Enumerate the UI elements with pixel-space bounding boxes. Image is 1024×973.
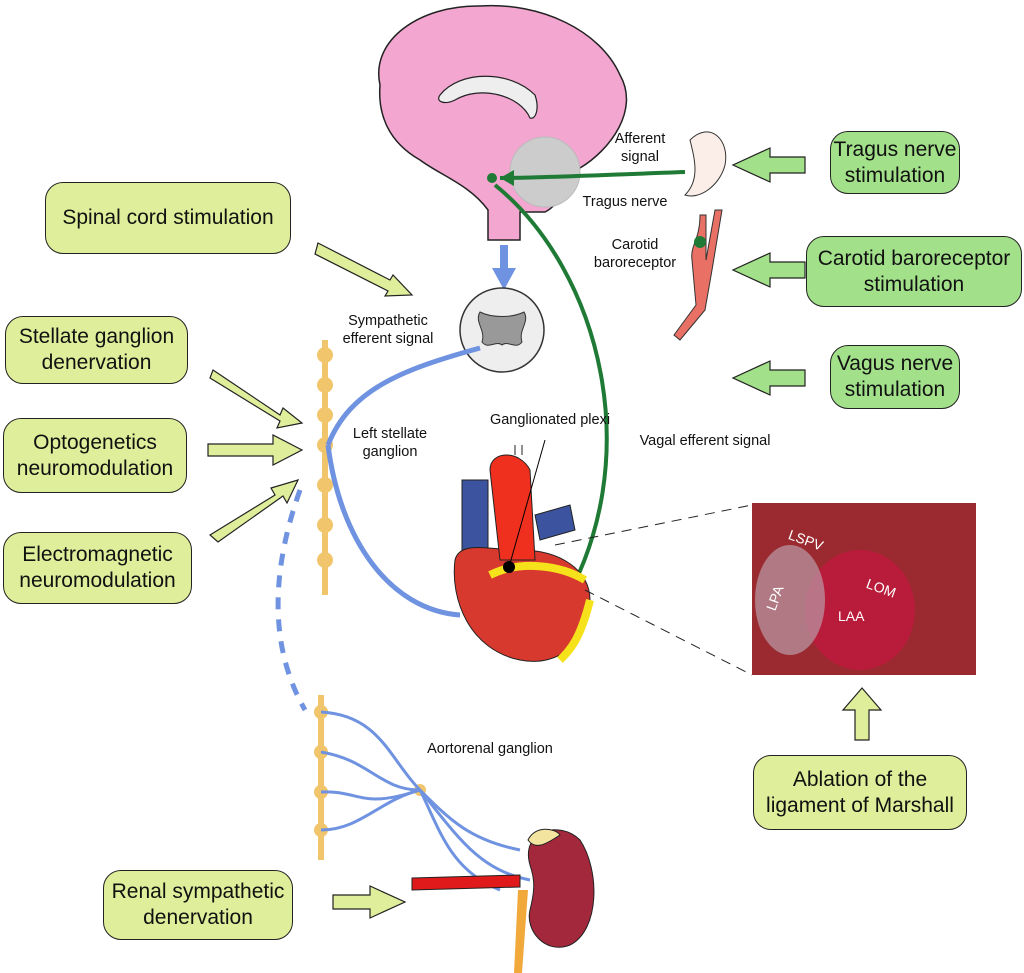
vagal-nerves bbox=[493, 170, 686, 612]
brain-illustration bbox=[377, 4, 628, 241]
vagus-nerve-stimulation-box: Vagus nerve stimulation bbox=[830, 345, 960, 409]
stellate-ganglion-denervation-box: Stellate ganglion denervation bbox=[5, 316, 188, 384]
electromagnetic-neuromodulation-box: Electromagnetic neuromodulation bbox=[3, 532, 192, 604]
carotid-baroreceptor-stimulation-box: Carotid baroreceptor stimulation bbox=[806, 236, 1022, 307]
heart-illustration bbox=[453, 439, 594, 663]
carotid-baroreceptor-label: Carotid baroreceptor bbox=[593, 237, 677, 271]
left-stellate-ganglion-label: Left stellate ganglion bbox=[352, 426, 428, 460]
tragus-nerve-stimulation-box: Tragus nerve stimulation bbox=[830, 131, 960, 194]
photo-label-laa: LAA bbox=[838, 608, 865, 624]
brain-to-spine-arrow bbox=[492, 245, 516, 290]
aortorenal-ganglion-label: Aortorenal ganglion bbox=[427, 741, 553, 757]
renal-nerves bbox=[320, 710, 531, 892]
sympathetic-nerves bbox=[275, 345, 481, 712]
intervention-arrows-green bbox=[731, 147, 806, 396]
surgical-photo bbox=[752, 503, 976, 675]
spinal-cord-stimulation-box: Spinal cord stimulation bbox=[45, 182, 291, 254]
afferent-signal-label: Afferent signal bbox=[614, 131, 666, 165]
spinal-cord-section bbox=[459, 287, 545, 373]
renal-sympathetic-denervation-box: Renal sympathetic denervation bbox=[103, 870, 293, 940]
vagal-efferent-label: Vagal efferent signal bbox=[639, 433, 771, 449]
sympathetic-efferent-label: Sympathetic efferent signal bbox=[342, 313, 434, 347]
ligament-of-marshall-ablation-box: Ablation of the ligament of Marshall bbox=[753, 755, 967, 830]
photo-connector-lines bbox=[554, 504, 753, 676]
optogenetics-neuromodulation-box: Optogenetics neuromodulation bbox=[3, 418, 187, 493]
intervention-arrows-yellow bbox=[207, 242, 883, 919]
tragus-nerve-label: Tragus nerve bbox=[582, 194, 668, 210]
carotid-artery bbox=[673, 209, 723, 341]
ear-illustration bbox=[684, 131, 727, 197]
ganglionated-plexi-label: Ganglionated plexi bbox=[489, 412, 611, 428]
kidney-illustration bbox=[411, 828, 595, 973]
